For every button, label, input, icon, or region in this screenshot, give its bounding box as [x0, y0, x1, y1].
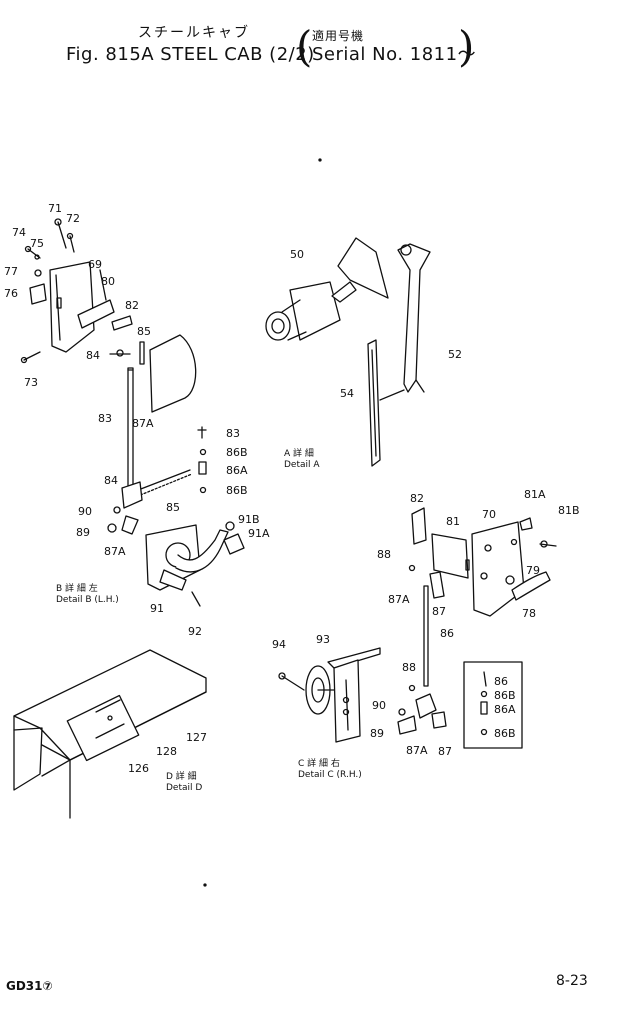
part-label: 87A	[132, 417, 154, 430]
model-code: GD31⑦	[6, 979, 53, 993]
part-label: 87A	[104, 545, 126, 558]
part-label: 92	[188, 625, 202, 638]
part-label: 80	[101, 275, 115, 288]
part-label: 86A	[226, 464, 248, 477]
part-label: 86A	[494, 703, 516, 716]
part-label: 75	[30, 237, 44, 250]
open-paren: (	[296, 22, 313, 71]
part-label: 83	[98, 412, 112, 425]
part-label: 84	[104, 474, 118, 487]
part-label: 79	[526, 564, 540, 577]
part-label: 126	[128, 762, 149, 775]
part-label: 69	[88, 258, 102, 271]
part-label: 90	[78, 505, 92, 518]
detail-c-en: Detail C (R.H.)	[298, 770, 362, 781]
part-label: 91A	[248, 527, 270, 540]
part-label: 74	[12, 226, 26, 239]
part-label: 87	[438, 745, 452, 758]
part-label: 50	[290, 248, 304, 261]
part-label: 52	[448, 348, 462, 361]
detail-d-caption: D 詳 細 Detail D	[166, 772, 202, 795]
detail-b-jp: B 詳 細 左	[56, 584, 98, 594]
serial-number: Serial No. 1811～	[312, 44, 477, 65]
title-japanese: スチールキャブ	[138, 25, 250, 41]
detail-b-caption: B 詳 細 左 Detail B (L.H.)	[56, 584, 119, 607]
part-label: 84	[86, 349, 100, 362]
detail-d-jp: D 詳 細	[166, 772, 197, 782]
part-label: 54	[340, 387, 354, 400]
part-label: 127	[186, 731, 207, 744]
part-label: 85	[137, 325, 151, 338]
part-label: 88	[377, 548, 391, 561]
part-label: 81B	[558, 504, 580, 517]
detail-a-en: Detail A	[284, 460, 320, 471]
part-label: 87	[432, 605, 446, 618]
part-label: 78	[522, 607, 536, 620]
part-label: 81	[446, 515, 460, 528]
part-label: 87A	[388, 593, 410, 606]
part-label: 91	[150, 602, 164, 615]
page-number: 8-23	[556, 973, 588, 989]
part-label: 81A	[524, 488, 546, 501]
part-label: 86B	[226, 484, 248, 497]
part-label: 90	[372, 699, 386, 712]
part-label: 82	[125, 299, 139, 312]
detail-a-jp: A 詳 細	[284, 449, 314, 459]
figure-title: Fig. 815A STEEL CAB (2/2)	[66, 44, 315, 65]
detail-a-caption: A 詳 細 Detail A	[284, 449, 320, 472]
part-label: 94	[272, 638, 286, 651]
part-label: 88	[402, 661, 416, 674]
part-label: 71	[48, 202, 62, 215]
part-label: 86	[440, 627, 454, 640]
part-label: 86B	[226, 446, 248, 459]
part-label: 72	[66, 212, 80, 225]
part-label: 128	[156, 745, 177, 758]
part-label: 82	[410, 492, 424, 505]
part-label: 77	[4, 265, 18, 278]
part-label: 86B	[494, 689, 516, 702]
detail-c-caption: C 詳 細 右 Detail C (R.H.)	[298, 759, 362, 782]
part-label: 87A	[406, 744, 428, 757]
part-label: 89	[76, 526, 90, 539]
part-label: 91B	[238, 513, 260, 526]
close-paren: )	[458, 22, 475, 71]
part-label: 73	[24, 376, 38, 389]
part-label: 85	[166, 501, 180, 514]
part-label: 93	[316, 633, 330, 646]
part-label: 83	[226, 427, 240, 440]
part-label: 86B	[494, 727, 516, 740]
part-label: 86	[494, 675, 508, 688]
part-label: 76	[4, 287, 18, 300]
detail-c-jp: C 詳 細 右	[298, 759, 340, 769]
part-label: 89	[370, 727, 384, 740]
detail-b-en: Detail B (L.H.)	[56, 595, 119, 606]
serial-japanese: 適用号機	[312, 29, 365, 43]
part-label: 70	[482, 508, 496, 521]
detail-d-en: Detail D	[166, 783, 203, 794]
